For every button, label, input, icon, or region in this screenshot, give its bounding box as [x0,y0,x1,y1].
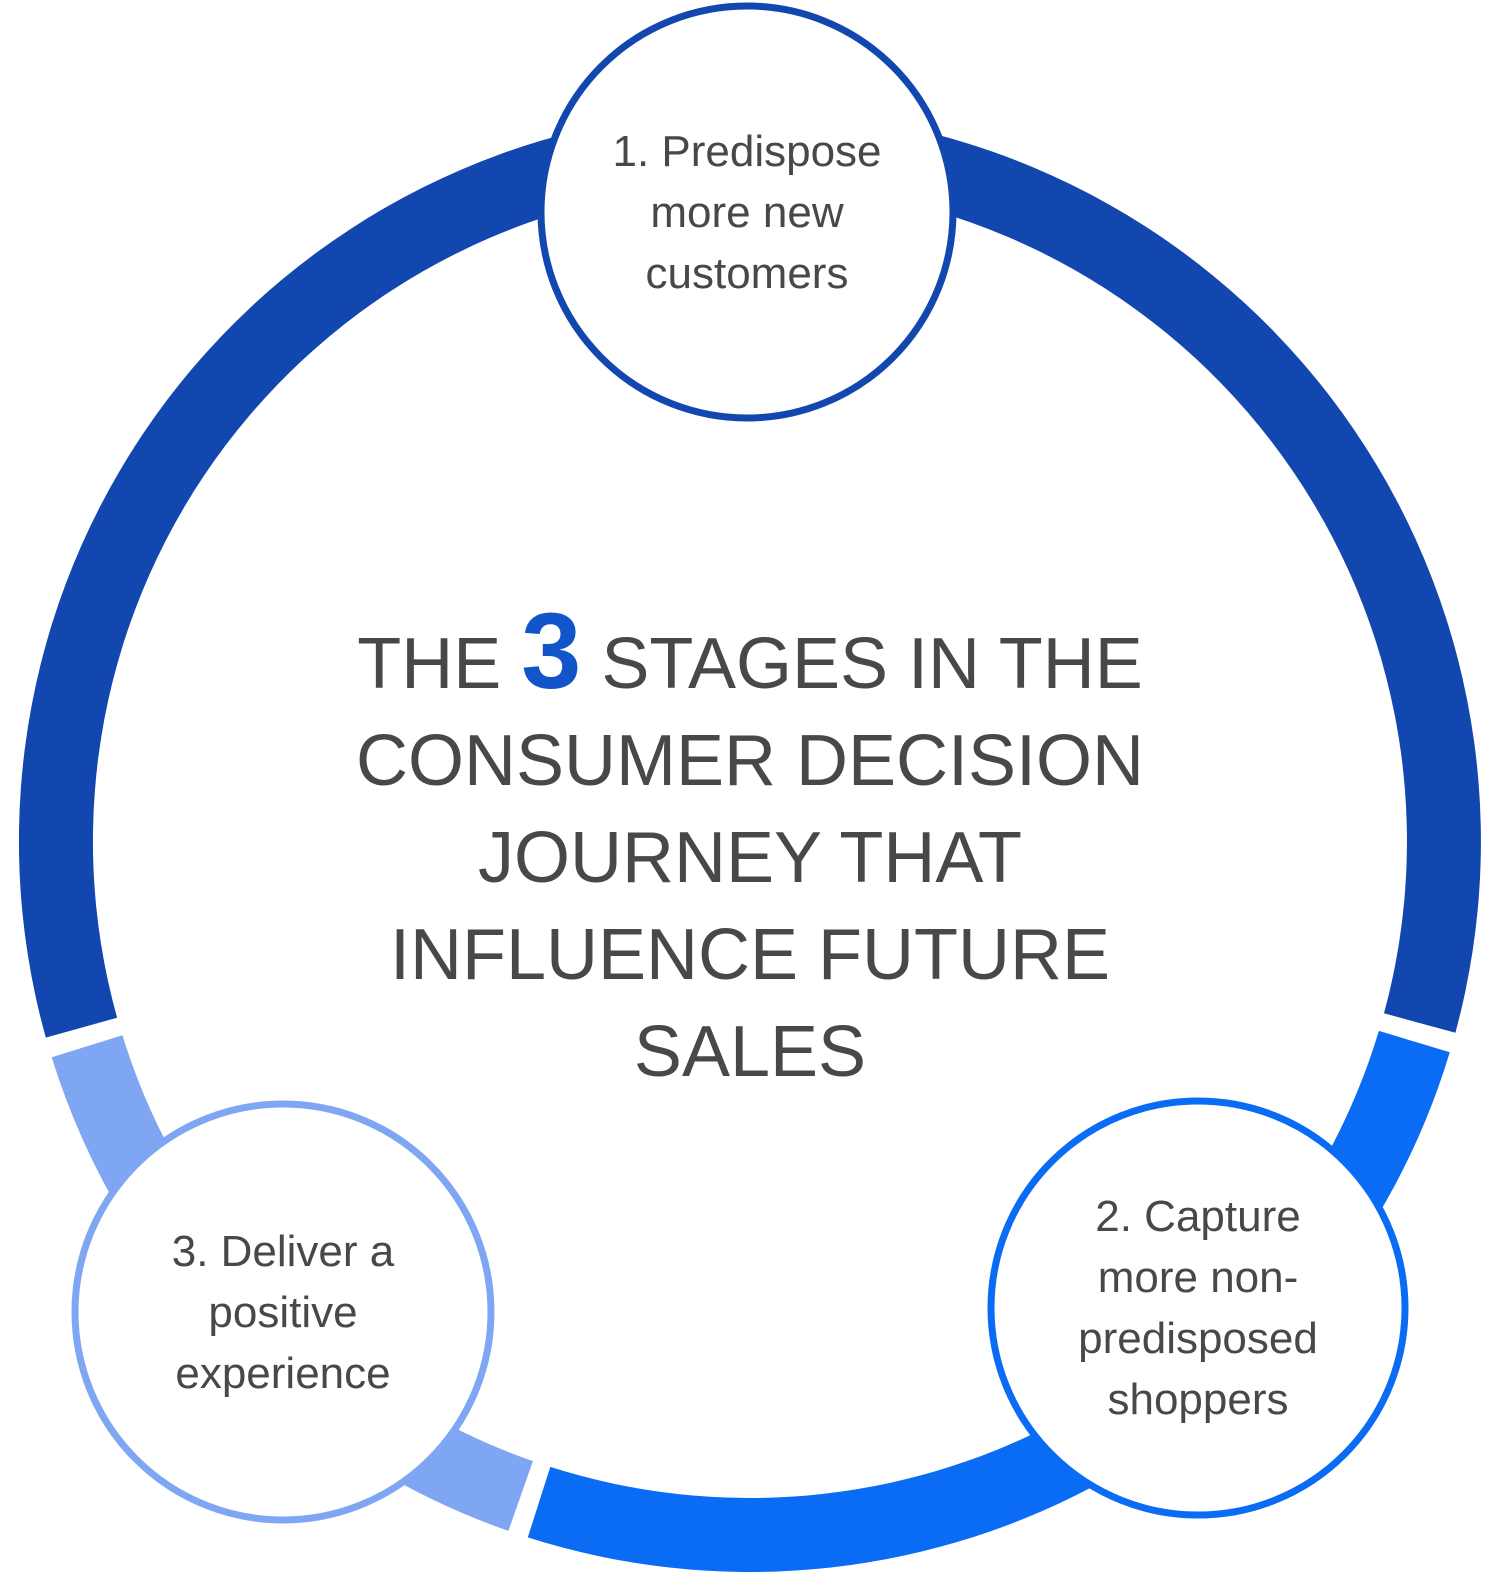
node-label-line: more new [650,187,844,237]
title-line-1: THE 3 STAGES IN THE [250,597,1250,713]
node-label-line: experience [175,1348,391,1398]
title-line-2: CONSUMER DECISION [355,721,1145,801]
title-line-3: JOURNEY THAT [477,818,1023,898]
title-post: STAGES IN THE [581,624,1143,704]
title-pre: THE [357,624,522,704]
node-label-line: customers [645,248,849,298]
node-label-line: 1. Predispose [612,126,882,176]
node-label-line: 3. Deliver a [171,1226,395,1276]
node-label-predispose: 1. Predispose more new customers [557,47,937,377]
node-label-line: more non- [1097,1253,1299,1302]
node-label-deliver: 3. Deliver a positive experience [93,1147,473,1477]
node-label-line: predisposed [1078,1314,1318,1363]
title-line-5: SALES [633,1012,867,1092]
title-line-4: INFLUENCE FUTURE [389,915,1111,995]
diagram-title: THE 3 STAGES IN THE CONSUMER DECISION JO… [250,597,1250,1101]
node-label-line: 2. Capture [1095,1192,1301,1241]
node-circle-capture [987,1097,1409,1519]
node-label-line: positive [208,1287,358,1337]
node-circle-deliver [71,1100,495,1524]
node-label-capture: 2. Capture more non- predisposed shopper… [1008,1143,1388,1473]
node-circle-predispose [537,2,957,422]
node-label-line: shoppers [1107,1375,1289,1424]
title-number: 3 [521,590,582,711]
